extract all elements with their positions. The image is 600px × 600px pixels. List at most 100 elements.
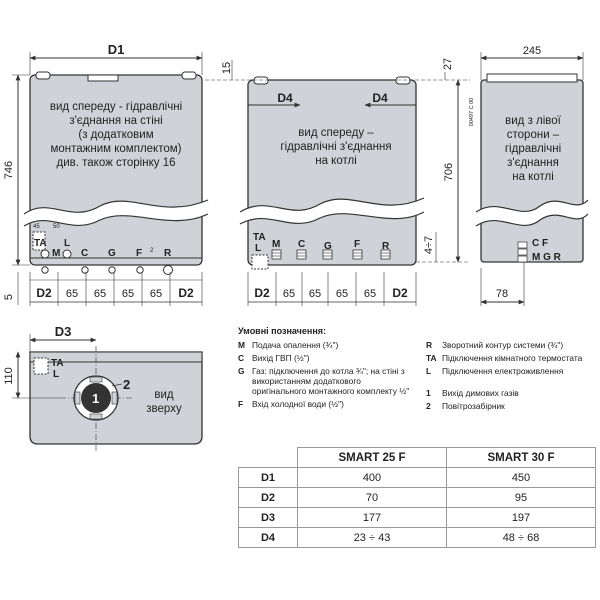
table-cell: 48 ÷ 68 (446, 527, 596, 548)
dim-d2: D2 (392, 286, 408, 300)
legend-key: F (238, 399, 244, 409)
table-row: D2 70 95 (238, 487, 596, 508)
table-cell: 400 (297, 467, 447, 488)
wall-caption-line: див. також сторінку 16 (57, 157, 176, 169)
dim-110: 110 (3, 367, 15, 385)
dim-d2: D2 (254, 286, 270, 300)
legend-item: 2 Повітрозабірник (426, 401, 596, 411)
wall-caption-line: (з додатковим (78, 129, 153, 141)
legend-key: TA (426, 353, 437, 363)
table-cell: D2 (238, 487, 298, 508)
label-air: 2 (123, 377, 130, 392)
dim-d2: D2 (178, 286, 194, 300)
dim-d4: D4 (372, 91, 388, 105)
dim-d1: D1 (108, 42, 125, 57)
table-header-cell: SMART 25 F (297, 447, 447, 468)
dim-2: 2 (150, 248, 154, 254)
top-dimensions: D3 110 (3, 324, 97, 399)
boiler-caption-line: на котлі (315, 155, 357, 167)
table-cell: 23 ÷ 43 (297, 527, 447, 548)
top-view-labels: 1 2 TA L вид зверху (51, 358, 182, 415)
boiler-front-caption: вид спереду – гідравлічні з'єднання на к… (280, 127, 391, 167)
legend-text: Зворотний контур системи (¾") (442, 340, 564, 350)
legend-item: C Вихід ГВП (½") (238, 353, 416, 363)
label-mgr: M G R (532, 252, 562, 263)
side-caption-line: з'єднання (507, 157, 559, 169)
dim-50: 50 (53, 224, 60, 230)
top-view (29, 346, 203, 452)
boiler-caption-line: гідравлічні з'єднання (280, 141, 391, 153)
legend-text: Вхід холодної води (½") (252, 399, 344, 409)
side-caption: вид з лівої сторони – гідравлічні з'єдна… (505, 115, 562, 183)
legend-key: M (238, 340, 245, 350)
table-cell: 450 (446, 467, 596, 488)
side-caption-line: сторони – (507, 129, 560, 141)
dim-746: 746 (3, 161, 15, 179)
table-header-cell: SMART 30 F (446, 447, 596, 468)
side-view (475, 73, 589, 263)
legend-key: 1 (426, 388, 431, 398)
legend-key: C (238, 353, 245, 363)
label-f: F (136, 248, 142, 259)
label-m: M (272, 239, 280, 250)
dim-5: 5 (3, 294, 15, 300)
label-r: R (382, 241, 390, 252)
label-ta: TA (253, 232, 266, 243)
table-header-row: SMART 25 F SMART 30 F (239, 447, 596, 468)
label-l: L (53, 369, 59, 380)
dim-45: 45 (33, 224, 40, 230)
legend-text: Вихід димових газів (442, 388, 519, 398)
dim-65: 65 (150, 288, 162, 300)
wall-caption-line: з'єднання на стіні (69, 115, 162, 127)
label-cf: C F (532, 238, 548, 249)
legend-text: Підключення електроживлення (442, 366, 564, 376)
table-cell: 70 (297, 487, 447, 508)
dim-65: 65 (283, 288, 295, 300)
side-dimensions: 245 78 (480, 45, 584, 306)
dim-65: 65 (309, 288, 321, 300)
table-cell: 95 (446, 487, 596, 508)
dim-706: 706 (443, 163, 455, 181)
label-r: R (164, 248, 172, 259)
legend-key: G (238, 366, 245, 376)
legend-item: 1 Вихід димових газів (426, 388, 596, 398)
legend-item: F Вхід холодної води (½") (238, 399, 416, 409)
label-c: C (81, 248, 88, 259)
dim-d2: D2 (36, 286, 52, 300)
table-row: D1 400 450 (238, 467, 596, 488)
legend-item: R Зворотний контур системи (¾") (426, 340, 596, 350)
side-connector-labels: C F M G R (532, 238, 562, 263)
legend-text: Повітрозабірник (442, 401, 505, 411)
legend-key: R (426, 340, 433, 350)
legend-text: Вихід ГВП (½") (252, 353, 310, 363)
label-l: L (64, 238, 70, 249)
wall-front-view (23, 71, 209, 275)
boiler-front-view (239, 76, 425, 270)
dimensions-table: SMART 25 F SMART 30 F D1 400 450 D2 70 9… (238, 447, 596, 548)
label-l: L (255, 243, 261, 254)
legend-key: 2 (426, 401, 431, 411)
table-row: D3 177 197 (238, 507, 596, 528)
label-flue: 1 (92, 391, 99, 406)
dim-65: 65 (364, 288, 376, 300)
table-cell: 177 (297, 507, 447, 528)
label-c: C (298, 239, 305, 250)
top-caption-line: вид (154, 389, 174, 401)
label-m: M (52, 248, 60, 259)
dim-15: 15 (221, 62, 233, 74)
boiler-dimensions: 15 D4 D4 27 706 4÷7 D2 65 65 65 65 D2 00… (205, 58, 475, 306)
side-caption-line: на котлі (512, 171, 554, 183)
side-caption-line: гідравлічні (505, 143, 561, 155)
boiler-caption-line: вид спереду – (298, 127, 374, 139)
table-cell: D1 (238, 467, 298, 488)
label-ta: TA (34, 238, 47, 249)
dim-27: 27 (442, 58, 454, 70)
wall-connector-labels: 45 50 TA M L C G F 2 R (33, 224, 172, 259)
dim-65: 65 (122, 288, 134, 300)
table-header-cell (239, 448, 298, 468)
